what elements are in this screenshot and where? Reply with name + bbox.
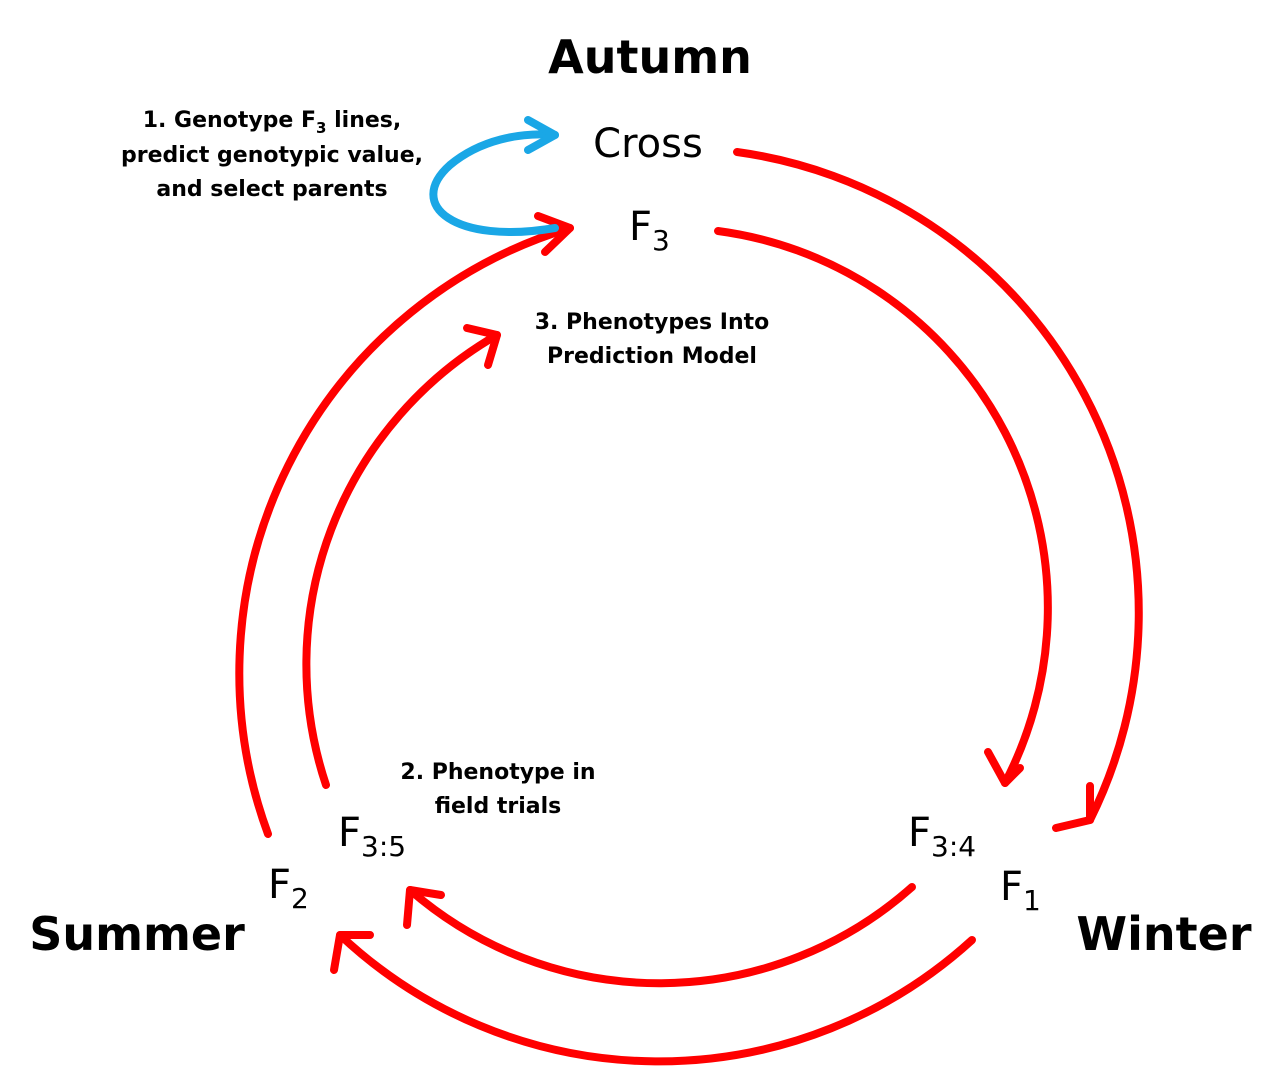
note-genotype-line1-suffix: lines,: [326, 108, 401, 133]
arrow-cross-to-f1-head: [1052, 782, 1094, 832]
arrow-f1-to-f2-head: [330, 931, 374, 974]
generation-f3-5-base: F: [338, 810, 361, 856]
arrow-f3-5-to-prediction: [302, 324, 501, 789]
generation-f3-4-base: F: [908, 810, 931, 856]
arrow-f3-5-to-prediction-head: [463, 324, 501, 369]
arrow-cross-to-f1-line: [733, 148, 1143, 824]
arrow-f1-to-f2: [330, 931, 976, 1066]
generation-f3-5: F3:5: [338, 810, 406, 863]
note-genotype: 1. Genotype F3 lines, predict genotypic …: [121, 108, 423, 202]
arrow-f2-to-f3: [235, 212, 574, 838]
generation-f2: F2: [268, 862, 309, 915]
arrow-f3-to-f3-4: [714, 227, 1052, 787]
generation-f3-sub: 3: [652, 224, 670, 257]
arrow-f3-4-to-f3-5-line: [406, 883, 916, 988]
season-autumn: Autumn: [548, 30, 752, 84]
arrow-f3-4-to-f3-5-head: [403, 886, 445, 929]
note-genotype-line1: 1. Genotype F3 lines,: [143, 108, 402, 137]
generation-f1: F1: [1000, 864, 1041, 917]
season-summer: Summer: [29, 907, 245, 961]
note-genotype-line2: predict genotypic value,: [121, 143, 423, 168]
note-prediction-line2: Prediction Model: [547, 344, 757, 369]
note-phenotype-line1: 2. Phenotype in: [400, 760, 595, 785]
arrow-f3-5-to-prediction-line: [302, 331, 501, 789]
arrow-f2-to-f3-line: [235, 224, 574, 838]
generation-f3-base: F: [629, 204, 652, 250]
generation-f3-5-sub: 3:5: [361, 830, 406, 863]
generation-f3-4: F3:4: [908, 810, 976, 863]
note-genotype-line1-prefix: 1. Genotype F: [143, 108, 316, 133]
generation-cross: Cross: [593, 121, 703, 167]
arrow-f3-to-cross-head: [524, 116, 559, 154]
arrow-cross-to-f1: [733, 148, 1143, 832]
generation-f1-sub: 1: [1023, 884, 1041, 917]
note-prediction: 3. Phenotypes Into Prediction Model: [535, 310, 770, 369]
generation-f2-sub: 2: [291, 882, 309, 915]
note-phenotype: 2. Phenotype in field trials: [400, 760, 595, 819]
note-genotype-line3: and select parents: [156, 177, 387, 202]
season-winter: Winter: [1076, 907, 1251, 961]
cycle-arrows: [235, 148, 1143, 1066]
note-phenotype-line2: field trials: [435, 794, 562, 819]
arrow-f3-to-cross: [429, 116, 559, 236]
arrow-f3-to-cross-line: [429, 130, 559, 236]
arrow-f1-to-f2-line: [336, 931, 976, 1066]
generation-f3: F3: [629, 204, 670, 257]
generation-f2-base: F: [268, 862, 291, 908]
arrow-f2-to-f3-head: [534, 212, 574, 256]
note-prediction-line1: 3. Phenotypes Into: [535, 310, 770, 335]
arrow-f3-4-to-f3-5: [403, 883, 916, 988]
note-genotype-line1-sub: 3: [316, 119, 326, 137]
arrow-f3-to-f3-4-line: [714, 227, 1052, 787]
generation-f3-4-sub: 3:4: [931, 830, 976, 863]
generation-f1-base: F: [1000, 864, 1023, 910]
arrow-f3-to-f3-4-head: [984, 748, 1024, 787]
